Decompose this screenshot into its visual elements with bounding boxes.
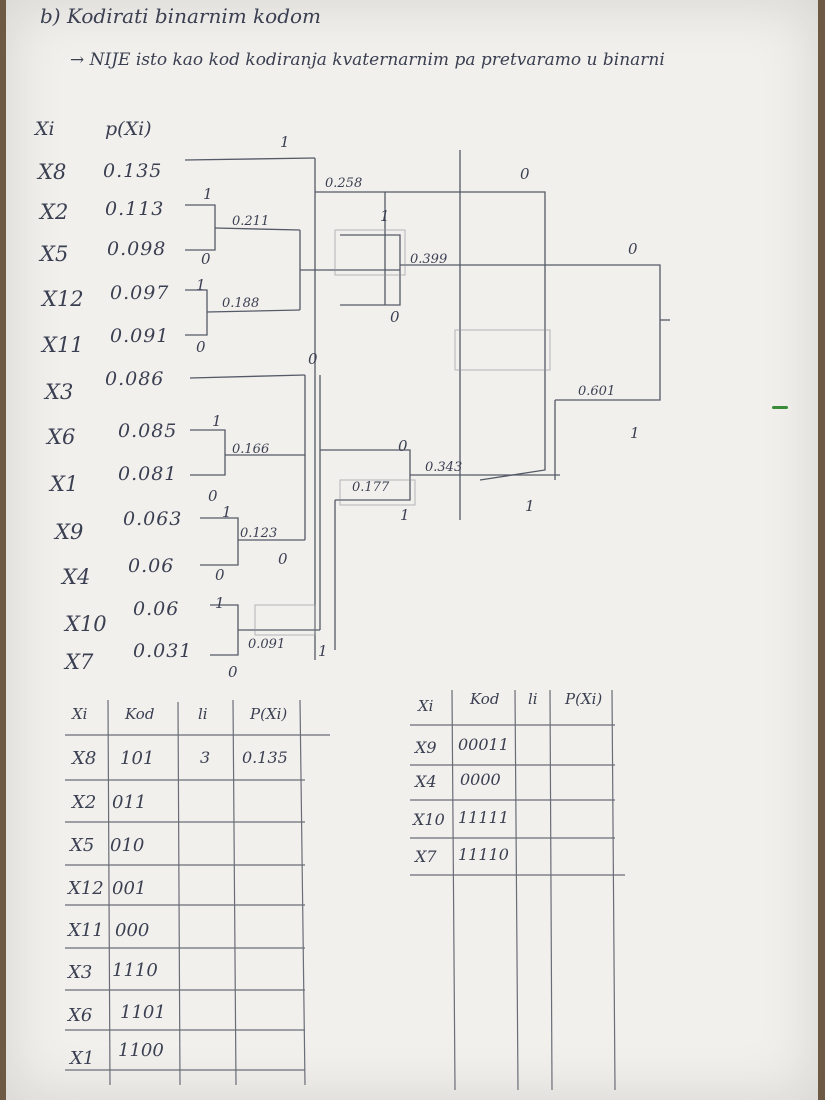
- tree-symbol: X3: [45, 380, 74, 404]
- tree-prob: 0.031: [133, 640, 193, 662]
- tree-symbol: X9: [55, 520, 84, 544]
- table-left-header: Kod: [125, 705, 155, 723]
- green-ink-mark: [772, 406, 788, 409]
- node-value: 0.177: [352, 480, 390, 495]
- branch-bit: 0: [228, 663, 238, 681]
- tree-symbol: X11: [42, 333, 84, 357]
- table-left-cell: 101: [120, 748, 155, 769]
- table-right-header: P(Xi): [565, 690, 603, 708]
- table-left-header: Xi: [72, 705, 88, 723]
- table-right-header: Xi: [418, 697, 434, 715]
- table-left-cell: 0.135: [242, 748, 288, 767]
- table-left-cell: 1100: [118, 1040, 164, 1061]
- tree-prob: 0.135: [103, 160, 163, 182]
- tree-symbol: X8: [38, 160, 67, 184]
- branch-bit: 1: [380, 207, 390, 225]
- table-left-header: li: [198, 705, 208, 723]
- branch-bit: 1: [215, 594, 225, 612]
- tree-symbol: X5: [40, 242, 69, 266]
- branch-bit: 0: [208, 487, 218, 505]
- tree-header-x: Xi: [35, 118, 55, 140]
- branch-bit: 1: [318, 642, 328, 660]
- table-left-cell: 000: [115, 920, 150, 941]
- node-value: 0.211: [232, 214, 270, 229]
- table-right-cell: 0000: [460, 770, 501, 789]
- tree-header-p: p(Xi): [105, 118, 152, 140]
- branch-bit: 0: [520, 165, 530, 183]
- branch-bit: 0: [196, 338, 206, 356]
- tree-prob: 0.063: [123, 508, 183, 530]
- tree-symbol: X7: [65, 650, 94, 674]
- node-value: 0.123: [240, 526, 278, 541]
- branch-bit: 0: [308, 350, 318, 368]
- table-left-cell: 3: [200, 748, 211, 767]
- tree-prob: 0.098: [107, 238, 167, 260]
- table-right-cell: 11110: [458, 845, 509, 864]
- tree-symbol: X1: [50, 472, 79, 496]
- branch-bit: 1: [280, 133, 290, 151]
- branch-bit: 0: [398, 437, 408, 455]
- paper-sheet: [6, 0, 818, 1100]
- branch-bit: 1: [196, 276, 206, 294]
- tree-prob: 0.081: [118, 463, 178, 485]
- tree-symbol: X12: [42, 287, 84, 311]
- tree-prob: 0.097: [110, 282, 170, 304]
- table-left-cell: X12: [68, 878, 104, 899]
- branch-bit: 1: [222, 503, 232, 521]
- branch-bit: 0: [628, 240, 638, 258]
- branch-bit: 1: [630, 424, 640, 442]
- table-left-cell: 1101: [120, 1002, 166, 1023]
- node-value: 0.258: [325, 176, 363, 191]
- table-left-cell: 011: [112, 792, 147, 813]
- table-right-cell: X4: [415, 772, 437, 791]
- table-left-cell: X2: [72, 792, 97, 813]
- node-value: 0.399: [410, 252, 448, 267]
- tree-prob: 0.086: [105, 368, 165, 390]
- tree-prob: 0.091: [110, 325, 170, 347]
- branch-bit: 1: [212, 412, 222, 430]
- table-right-header: Kod: [470, 690, 500, 708]
- table-left-cell: X5: [70, 835, 95, 856]
- branch-bit: 0: [390, 308, 400, 326]
- table-right-cell: 11111: [458, 808, 509, 827]
- table-left-cell: X3: [68, 962, 93, 983]
- table-left-cell: 1110: [112, 960, 158, 981]
- node-value: 0.091: [248, 637, 286, 652]
- tree-prob: 0.085: [118, 420, 178, 442]
- tree-prob: 0.06: [128, 555, 175, 577]
- branch-bit: 1: [400, 506, 410, 524]
- tree-symbol: X10: [65, 612, 107, 636]
- branch-bit: 1: [203, 185, 213, 203]
- table-right-cell: X10: [413, 810, 445, 829]
- branch-bit: 0: [201, 250, 211, 268]
- node-value: 0.601: [578, 384, 616, 399]
- page-title: b) Kodirati binarnim kodom: [40, 4, 322, 28]
- table-left-cell: X8: [72, 748, 97, 769]
- table-left-cell: X1: [70, 1048, 95, 1069]
- branch-bit: 0: [215, 566, 225, 584]
- tree-prob: 0.06: [133, 598, 180, 620]
- table-left-cell: X6: [68, 1005, 93, 1026]
- table-left-cell: 010: [110, 835, 145, 856]
- branch-bit: 1: [525, 497, 535, 515]
- table-left-cell: 001: [112, 878, 147, 899]
- tree-symbol: X4: [62, 565, 91, 589]
- page-note: → NIJE isto kao kod kodiranja kvaternarn…: [70, 50, 665, 70]
- tree-symbol: X6: [47, 425, 76, 449]
- table-left-header: P(Xi): [250, 705, 288, 723]
- node-value: 0.343: [425, 460, 463, 475]
- tree-prob: 0.113: [105, 198, 165, 220]
- table-right-cell: X7: [415, 847, 437, 866]
- table-right-cell: X9: [415, 738, 437, 757]
- table-right-header: li: [528, 690, 538, 708]
- table-right-cell: 00011: [458, 735, 509, 754]
- node-value: 0.166: [232, 442, 270, 457]
- table-left-cell: X11: [68, 920, 104, 941]
- tree-symbol: X2: [40, 200, 69, 224]
- branch-bit: 0: [278, 550, 288, 568]
- node-value: 0.188: [222, 296, 260, 311]
